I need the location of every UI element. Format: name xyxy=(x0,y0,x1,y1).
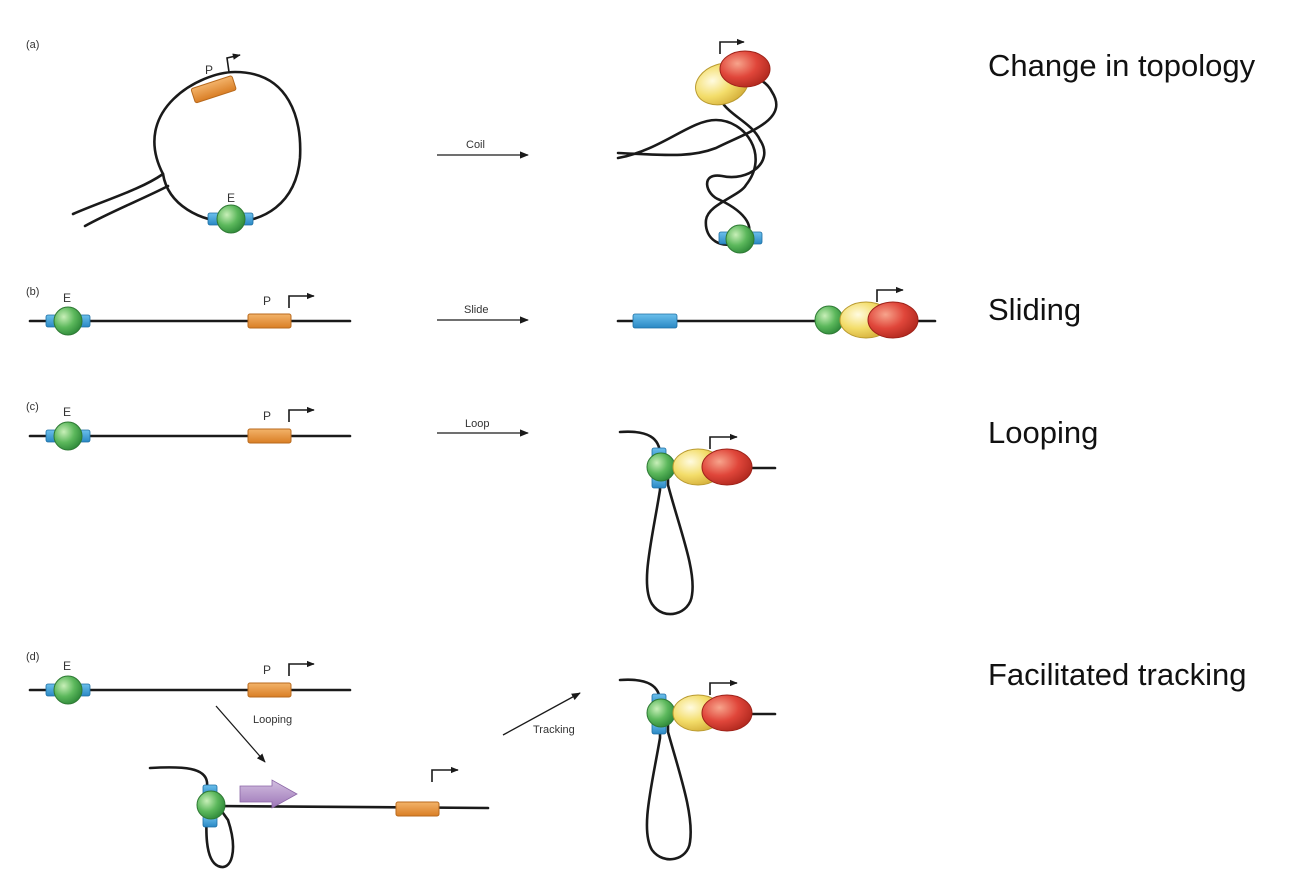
panel-d-factor-red xyxy=(701,694,753,732)
panel-b-product-enhancer-site xyxy=(632,313,678,329)
panel-b-activator xyxy=(53,306,83,336)
panel-d-tracking-arrow xyxy=(502,692,581,736)
panel-c-enhancer-label: E xyxy=(63,405,71,419)
panel-c-promoter-box xyxy=(247,428,292,444)
bent-arrow-icon xyxy=(288,660,315,676)
panel-b-factor-red xyxy=(867,301,919,339)
panel-b: (b) E P Slide Sliding xyxy=(26,286,1081,339)
panel-a-promoter-label: P xyxy=(205,63,213,77)
panel-d-looping-arrow xyxy=(215,705,266,763)
panel-a-activator xyxy=(216,204,246,234)
panel-b-product-activator xyxy=(814,305,844,335)
bent-arrow-icon xyxy=(719,38,745,54)
bent-arrow-icon xyxy=(431,766,459,782)
panel-c-looped-activator xyxy=(646,452,676,482)
panel-b-title: Sliding xyxy=(988,292,1081,327)
panel-c: (c) E P Loop Looping xyxy=(26,401,1098,616)
panel-c-title: Looping xyxy=(988,415,1098,450)
panel-d-activator xyxy=(53,675,83,705)
panel-a: (a) P E Coil Change in topology xyxy=(26,38,1256,254)
panel-d-looping-label: Looping xyxy=(253,714,292,726)
panel-d-int-promoter-box xyxy=(395,801,440,817)
bent-arrow-icon xyxy=(288,406,315,422)
panel-a-step-label: Coil xyxy=(466,139,485,151)
panel-c-promoter-label: P xyxy=(263,409,271,423)
panel-a-label: (a) xyxy=(26,39,39,51)
panel-a-enhancer-label: E xyxy=(227,191,235,205)
panel-d-promoter-label: P xyxy=(263,663,271,677)
panel-d-promoter-box xyxy=(247,682,292,698)
panel-d-looped-activator xyxy=(646,698,676,728)
panel-c-label: (c) xyxy=(26,401,39,413)
panel-d-tracking-label: Tracking xyxy=(533,724,575,736)
bent-arrow-icon xyxy=(709,433,738,449)
panel-b-promoter-label: P xyxy=(263,294,271,308)
bent-arrow-icon xyxy=(709,679,738,695)
panel-a-coiled-activator xyxy=(725,224,755,254)
panel-a-title: Change in topology xyxy=(988,48,1256,83)
panel-d-int-activator xyxy=(196,790,226,820)
bent-arrow-icon xyxy=(876,286,904,302)
panel-c-factor-red xyxy=(701,448,753,486)
panel-a-dna-tail-1 xyxy=(71,172,165,216)
panel-d-intermediate-dna xyxy=(148,766,490,869)
panel-a-promoter-box xyxy=(190,75,237,104)
panel-d: (d) E P Looping Tracking Facilitated tra… xyxy=(26,651,1246,869)
panel-c-step-label: Loop xyxy=(465,418,489,430)
block-arrow-right-icon xyxy=(239,779,298,809)
panel-a-dna-tail-2 xyxy=(83,184,170,228)
panel-a-coiled-dna xyxy=(616,74,778,247)
bent-arrow-icon xyxy=(226,53,241,73)
panel-d-title: Facilitated tracking xyxy=(988,657,1246,692)
panel-c-activator xyxy=(53,421,83,451)
panel-b-step-label: Slide xyxy=(464,304,488,316)
panel-d-enhancer-label: E xyxy=(63,659,71,673)
panel-b-promoter-box xyxy=(247,313,292,329)
bent-arrow-icon xyxy=(288,292,315,308)
panel-b-enhancer-label: E xyxy=(63,291,71,305)
panel-d-label: (d) xyxy=(26,651,39,663)
panel-b-label: (b) xyxy=(26,286,39,298)
panel-a-factor-red xyxy=(719,50,771,88)
